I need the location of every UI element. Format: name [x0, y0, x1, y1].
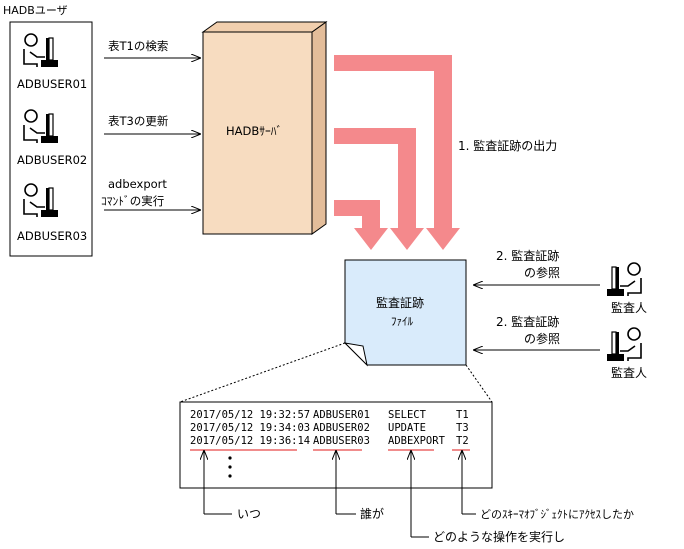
output-label: 1. 監査証跡の出力 [458, 138, 557, 153]
server-top-face [201, 21, 328, 33]
auditor-label: 監査人 [611, 300, 647, 315]
log-operation: ADBEXPORT [388, 435, 446, 447]
operation-label: 表T3の更新 [108, 114, 169, 128]
explanation-what: どのような操作を実行し [433, 529, 565, 544]
log-user: ADBUSER01 [313, 409, 370, 421]
log-timestamp: 2017/05/12 19:36:14 [190, 435, 310, 447]
log-table: T3 [456, 422, 469, 434]
user-name: ADBUSER01 [17, 77, 87, 91]
log-operation: SELECT [388, 409, 427, 421]
auditor-icon [606, 327, 642, 362]
log-table: T2 [456, 435, 469, 447]
file-label: 監査証跡 [376, 295, 424, 310]
reference-label: の参照 [524, 265, 560, 280]
log-table: T1 [456, 409, 469, 421]
log-operation: UPDATE [388, 422, 426, 434]
file-label: ﾌｧｲﾙ [391, 315, 413, 328]
audit-trail-file [344, 259, 467, 366]
explanation-when: いつ [237, 507, 261, 521]
audit-output-arrows [334, 55, 460, 250]
audit-output-arrow [334, 200, 388, 250]
explanation-leaders [204, 451, 476, 538]
log-timestamp: 2017/05/12 19:34:03 [190, 422, 310, 434]
reference-label: の参照 [524, 331, 560, 346]
operation-label: 表T1の検索 [108, 39, 168, 53]
reference-label: 2. 監査証跡 [496, 314, 559, 329]
zoom-guide-line [179, 342, 346, 403]
auditor-icon [606, 262, 642, 297]
log-user: ADBUSER02 [313, 422, 370, 434]
audit-output-arrow [334, 55, 460, 250]
file-folded-corner [343, 342, 368, 367]
server-label: HADBｻｰﾊﾞ [226, 124, 282, 138]
hadb-server [202, 31, 313, 235]
server-side-face [311, 21, 327, 235]
explanation-who: 誰が [360, 506, 384, 521]
explanation-object: どのｽｷｰﾏｵﾌﾞｼﾞｪｸﾄにｱｸｾｽしたか [480, 508, 634, 521]
audit-output-arrow [334, 128, 424, 250]
operation-label: ｺﾏﾝﾄﾞの実行 [101, 194, 164, 208]
continuation-dots [228, 456, 232, 478]
auditor-label: 監査人 [611, 365, 647, 380]
user-name: ADBUSER03 [17, 229, 87, 243]
operation-label: adbexport [108, 177, 167, 191]
log-timestamp: 2017/05/12 19:32:57 [190, 409, 310, 421]
zoom-guide-line [465, 364, 493, 403]
reference-label: 2. 監査証跡 [496, 248, 559, 263]
log-user: ADBUSER03 [313, 435, 370, 447]
users-box-label: HADBユーザ [3, 4, 68, 17]
user-name: ADBUSER02 [17, 153, 87, 167]
